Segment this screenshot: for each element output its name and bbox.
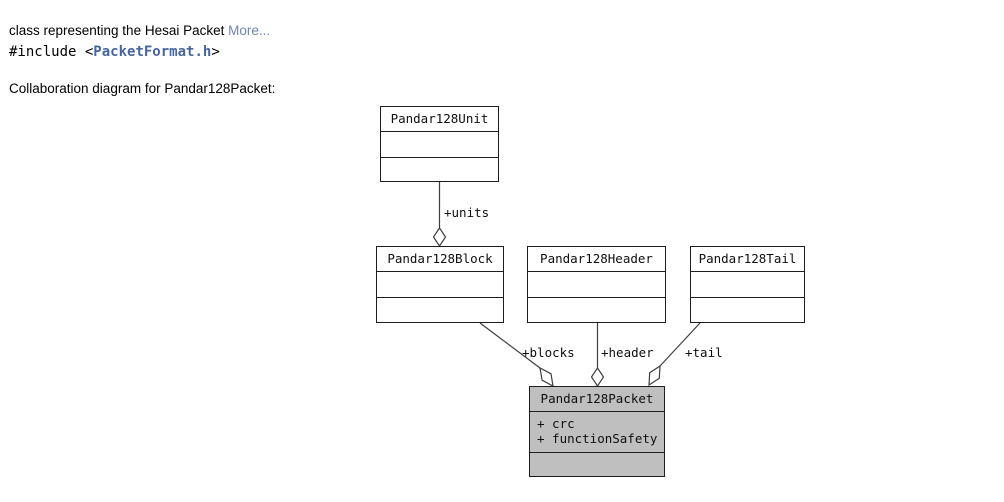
include-line: #include <PacketFormat.h>	[9, 44, 220, 60]
node-title: Pandar128Unit	[381, 107, 498, 132]
node-title: Pandar128Packet	[530, 387, 664, 412]
collaboration-caption: Collaboration diagram for Pandar128Packe…	[9, 81, 276, 96]
node-pandar128tail[interactable]: Pandar128Tail	[690, 246, 805, 323]
node-pandar128unit[interactable]: Pandar128Unit	[380, 106, 499, 182]
aggregation-diamond-units	[432, 226, 447, 248]
aggregation-diamond-header	[590, 366, 605, 388]
node-title: Pandar128Block	[377, 247, 503, 272]
aggregation-diamond-blocks	[539, 366, 554, 388]
node-attributes-empty	[377, 272, 503, 298]
node-methods-empty	[530, 453, 664, 476]
class-description: class representing the Hesai Packet More…	[9, 23, 270, 38]
node-methods-empty	[528, 298, 665, 321]
node-attributes-empty	[691, 272, 804, 298]
include-suffix: >	[211, 44, 220, 60]
node-members: + crc + functionSafety	[530, 412, 664, 453]
aggregation-diamond-tail	[648, 364, 661, 387]
node-pandar128packet[interactable]: Pandar128Packet + crc + functionSafety	[529, 386, 665, 477]
node-pandar128header[interactable]: Pandar128Header	[527, 246, 666, 323]
more-link[interactable]: More...	[228, 22, 271, 38]
packetformat-link[interactable]: PacketFormat.h	[93, 44, 212, 60]
edge-label-tail: +tail	[685, 345, 723, 360]
node-methods-empty	[377, 298, 503, 321]
edge-label-units: +units	[444, 205, 490, 220]
edge-label-blocks: +blocks	[522, 345, 575, 360]
member-crc: + crc	[537, 416, 575, 431]
node-title: Pandar128Header	[528, 247, 665, 272]
edge-label-header: +header	[601, 345, 654, 360]
description-text: class representing the Hesai Packet	[9, 22, 229, 38]
member-functionsafety: + functionSafety	[537, 431, 658, 446]
include-prefix: #include <	[9, 44, 94, 60]
node-title: Pandar128Tail	[691, 247, 804, 272]
node-methods-empty	[381, 158, 498, 180]
node-attributes-empty	[381, 132, 498, 158]
node-attributes-empty	[528, 272, 665, 298]
node-pandar128block[interactable]: Pandar128Block	[376, 246, 504, 323]
node-methods-empty	[691, 298, 804, 321]
